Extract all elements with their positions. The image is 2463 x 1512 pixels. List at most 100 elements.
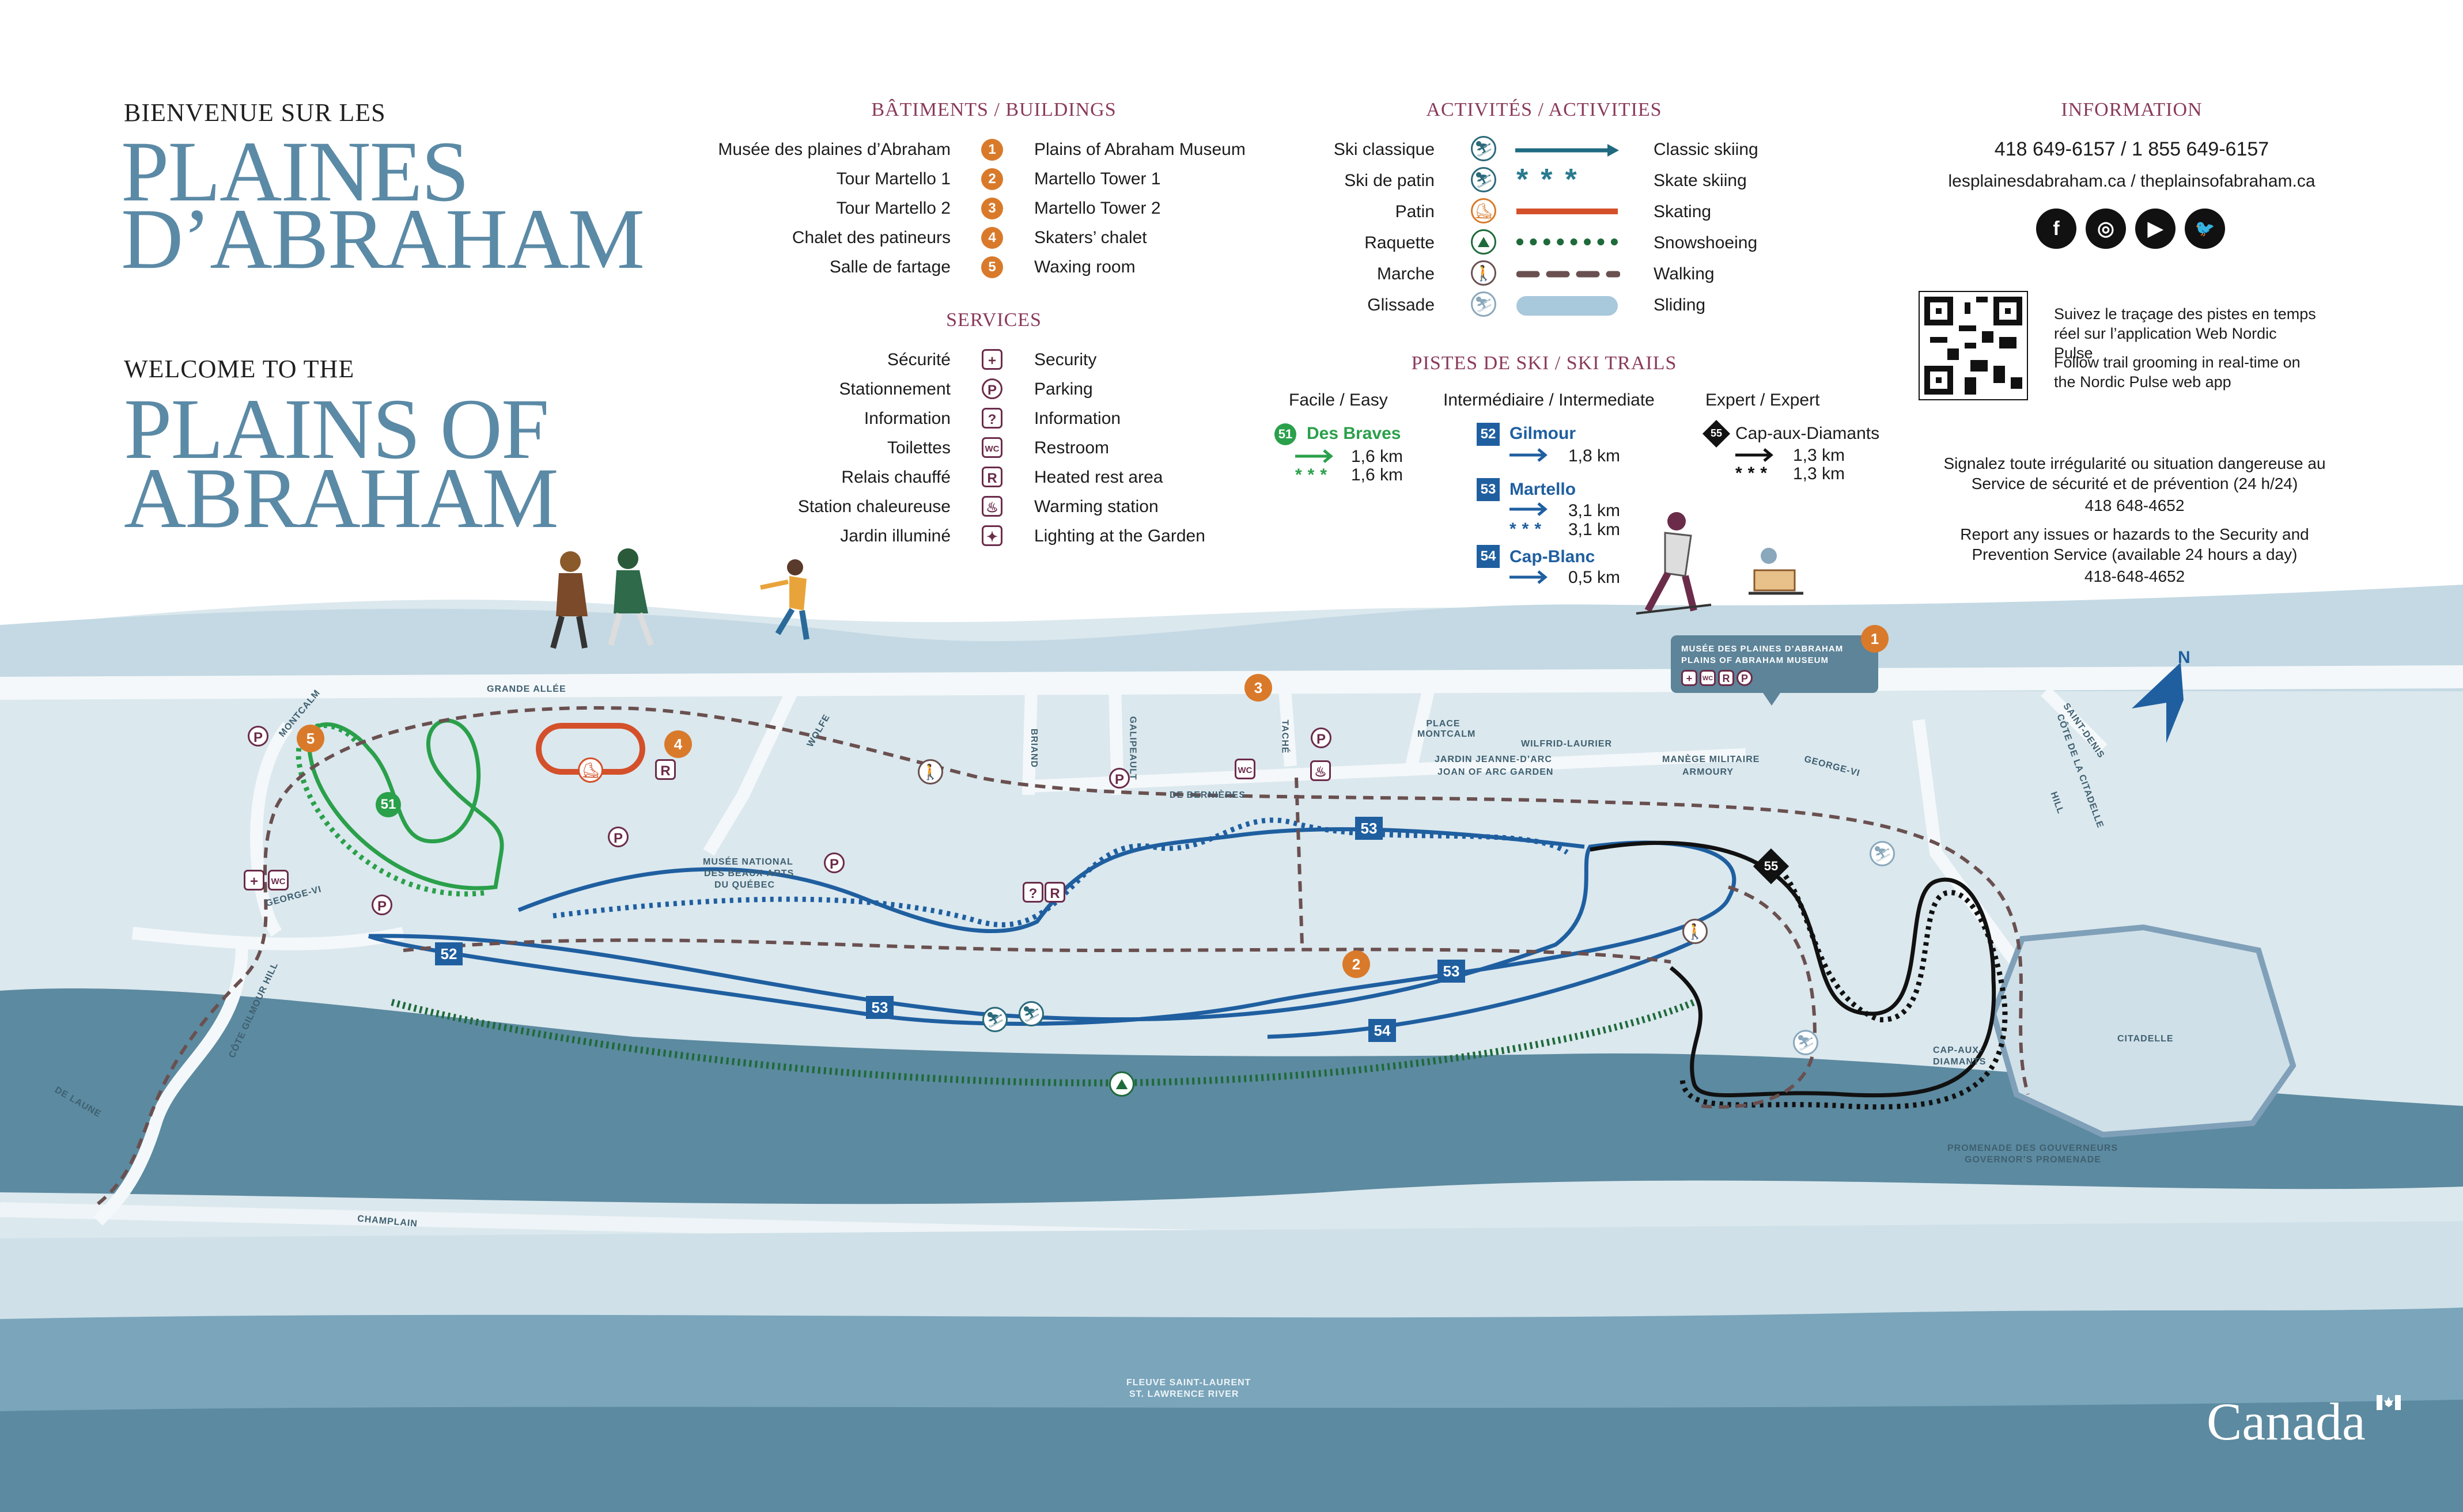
sliding-icon: ⛷ (1471, 291, 1496, 317)
map-walking-marker-2-icon[interactable]: 🚶 (1682, 919, 1708, 944)
map-building-5[interactable]: 5 (297, 725, 324, 752)
classic-ski-line (1515, 144, 1619, 157)
map-de-bernieres: DE BERNIÈRES (1170, 790, 1246, 800)
information-icon: ? (982, 408, 1002, 429)
map-parking-5-icon[interactable]: P (1311, 727, 1331, 748)
map-heated-rest-2-icon[interactable]: R (1045, 882, 1065, 903)
map-restroom-2-icon[interactable]: WC (268, 870, 289, 890)
building-badge-3: 3 (981, 198, 1003, 219)
building-fr-2: Tour Martello 1 (836, 169, 951, 188)
building-en-4: Skaters’ chalet (1034, 228, 1147, 247)
map-building-2[interactable]: 2 (1342, 950, 1370, 978)
trail-51-name: Des Braves (1307, 424, 1401, 443)
welcome-fr-small: BIENVENUE SUR LES (124, 98, 386, 127)
instagram-icon[interactable]: ◎ (2086, 209, 2126, 249)
north-label: N (2178, 648, 2190, 667)
map-sliding-marker-2-icon[interactable]: ⛷ (1793, 1030, 1818, 1055)
welcome-fr-title-2: D’ABRAHAM (121, 191, 645, 287)
map-snowshoe-marker-icon[interactable]: ⛰ (1109, 1071, 1134, 1097)
expert-heading: Expert / Expert (1705, 391, 1820, 410)
skating-icon: ⛸ (1471, 198, 1496, 223)
map-classic-ski-marker-icon[interactable]: ⛷ (982, 1007, 1008, 1032)
map-parking-2-icon[interactable]: P (608, 827, 629, 847)
map-restroom-icon[interactable]: WC (1235, 759, 1255, 779)
activity-en-5: Walking (1654, 264, 1715, 283)
map-skating-marker-icon[interactable]: ⛸ (578, 757, 603, 783)
service-fr-3: Information (864, 409, 951, 428)
welcome-en-small: WELCOME TO THE (124, 355, 355, 383)
map-building-4[interactable]: 4 (664, 730, 692, 758)
skater-illustration (760, 559, 809, 640)
intermediate-heading: Intermédiaire / Intermediate (1443, 391, 1655, 410)
activity-fr-6: Glissade (1367, 295, 1435, 314)
map-trail-53-b[interactable]: 53 (1355, 817, 1383, 840)
map-security-icon[interactable]: + (244, 870, 264, 890)
classic-ski-icon: ⛷ (1471, 136, 1496, 161)
trail-51-skate-stars: *** (1295, 465, 1333, 484)
people-illustration (550, 548, 809, 649)
services-title: SERVICES (946, 309, 1042, 331)
map-building-1[interactable]: 1 (1861, 625, 1889, 653)
map-building-3[interactable]: 3 (1244, 674, 1272, 702)
map-parking-6-icon[interactable]: P (372, 895, 392, 915)
facebook-icon[interactable]: f (2036, 209, 2076, 249)
map-parking-1-icon[interactable]: P (248, 726, 268, 746)
map-trail-51[interactable]: 51 (376, 792, 401, 817)
info-phone[interactable]: 418 649-6157 / 1 855 649-6157 (1994, 138, 2269, 160)
trail-upper-blue (517, 827, 1585, 934)
trail-54-name: Cap-Blanc (1509, 547, 1595, 566)
trail-54-line (1267, 937, 1701, 1039)
trail-51-line (307, 718, 504, 890)
map-warming-station-icon[interactable]: ♨ (1310, 760, 1331, 781)
report-fr-phone[interactable]: 418 648-4652 (2084, 497, 2185, 514)
service-en-7: Lighting at the Garden (1034, 526, 1205, 545)
trail-51-classic-km: 1,6 km (1351, 447, 1403, 466)
trail-51-badge: 51 (1274, 423, 1296, 445)
map-parking-4-icon[interactable]: P (1109, 768, 1130, 789)
qr-code-icon[interactable] (1919, 291, 2028, 400)
map-trail-55: 55 (1764, 859, 1779, 873)
report-fr: Signalez toute irrégularité ou situation… (1943, 454, 2326, 492)
building-en-5: Waxing room (1034, 257, 1136, 276)
heated-rest-area-icon: R (982, 467, 1002, 487)
map-promenade-fr: PROMENADE DES GOUVERNEURS (1947, 1143, 2118, 1153)
restroom-icon: WC (982, 437, 1002, 458)
skier-illustration (1636, 512, 1803, 615)
service-en-4: Restroom (1034, 438, 1110, 457)
map-walking-marker-icon[interactable]: 🚶 (918, 759, 943, 785)
activity-en-4: Snowshoeing (1654, 233, 1758, 252)
north-arrow-icon (2132, 662, 2184, 743)
map-shore (0, 1221, 2463, 1342)
youtube-icon[interactable]: ▶ (2135, 209, 2176, 249)
map-trail-53-a[interactable]: 53 (866, 996, 894, 1019)
map-trail-53-c[interactable]: 53 (1437, 960, 1465, 983)
map-trail-54[interactable]: 54 (1368, 1019, 1396, 1042)
map-information-icon[interactable]: ? (1023, 882, 1043, 903)
building-badge-1: 1 (981, 139, 1003, 161)
report-en: Report any issues or hazards to the Secu… (1960, 525, 2309, 563)
trail-51-classic-arrow (1295, 449, 1333, 463)
map-museum-fr: MUSÉE DES PLAINES D’ABRAHAM (1681, 644, 1844, 654)
map-sliding-marker-icon[interactable]: ⛷ (1870, 841, 1895, 866)
service-fr-5: Relais chauffé (841, 468, 951, 487)
map-heated-rest-1-icon[interactable]: R (655, 759, 676, 780)
walking-icon: 🚶 (1471, 260, 1496, 286)
map-skate-ski-marker-icon[interactable]: ⛷ (1019, 1001, 1044, 1026)
activity-fr-3: Patin (1395, 202, 1435, 221)
map-parking-3-icon[interactable]: P (824, 852, 845, 873)
report-en-phone[interactable]: 418-648-4652 (2084, 567, 2185, 585)
easy-heading: Facile / Easy (1289, 391, 1388, 410)
trail-55-name: Cap-aux-Diamants (1735, 424, 1880, 443)
ski-trails-title: PISTES DE SKI / SKI TRAILS (1411, 353, 1677, 374)
sliding-line (1516, 296, 1618, 316)
map-promenade-en: GOVERNOR’S PROMENADE (1965, 1155, 2101, 1165)
welcome-en-title-1: PLAINS OF (124, 381, 549, 477)
trail-53-classic-arrow (1509, 502, 1548, 516)
activity-fr-5: Marche (1376, 264, 1435, 283)
twitter-icon[interactable]: 🐦 (2185, 209, 2225, 249)
river-bottom (0, 1400, 2463, 1512)
info-website[interactable]: lesplainesdabraham.ca / theplainsofabrah… (1948, 172, 2316, 191)
map-trail-52[interactable]: 52 (435, 942, 463, 965)
qr-text-fr: Suivez le traçage des pistes en temps ré… (2054, 305, 2316, 362)
